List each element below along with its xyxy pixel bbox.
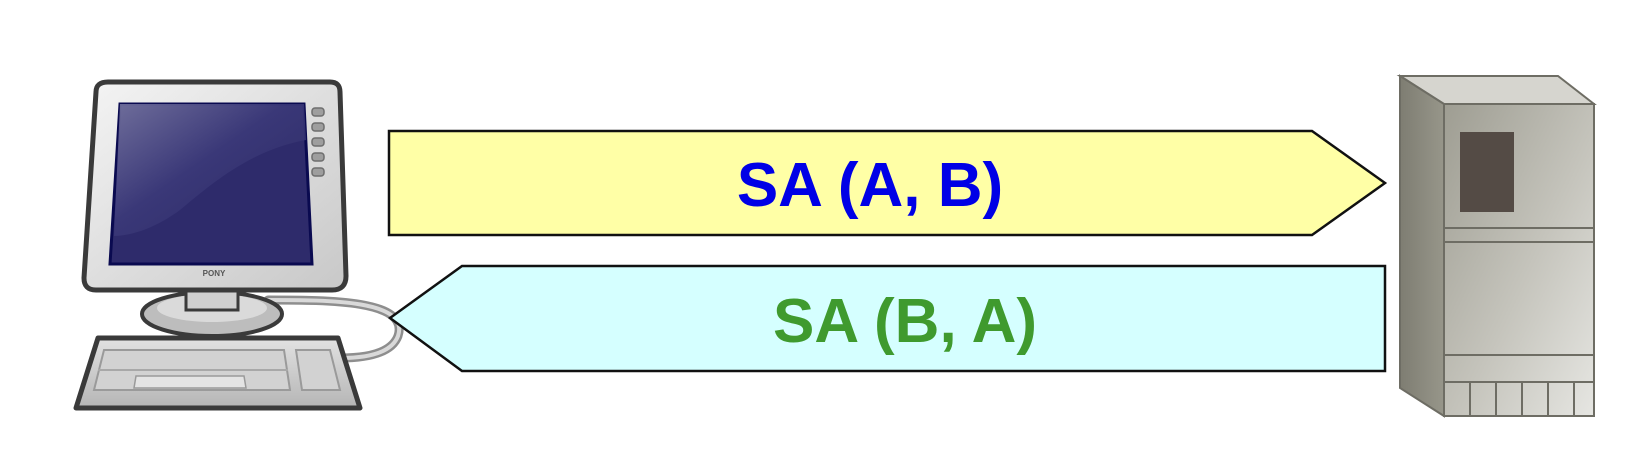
server-panel bbox=[1460, 132, 1514, 212]
server-vents bbox=[1469, 382, 1575, 416]
arrow-backward: SA (B, A) bbox=[387, 264, 1387, 373]
arrow-forward-shape bbox=[387, 129, 1388, 237]
monitor-buttons bbox=[311, 107, 325, 177]
keyboard-icon bbox=[73, 335, 363, 411]
monitor-screen bbox=[108, 102, 314, 266]
server-side bbox=[1399, 74, 1445, 418]
arrow-backward-label: SA (B, A) bbox=[773, 287, 1037, 356]
arrow-backward-shape bbox=[387, 264, 1387, 373]
arrow-forward-label: SA (A, B) bbox=[737, 151, 1003, 220]
server-icon bbox=[1396, 74, 1597, 418]
arrow-forward: SA (A, B) bbox=[387, 129, 1388, 237]
computer-icon: PONY bbox=[73, 79, 404, 411]
monitor-brand-label: PONY bbox=[203, 269, 226, 278]
